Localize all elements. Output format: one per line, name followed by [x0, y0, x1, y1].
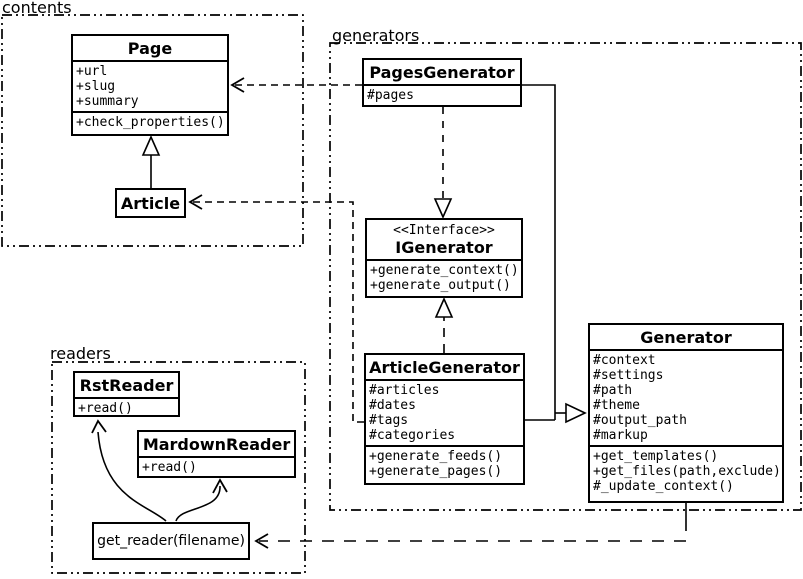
method-line: +generate_pages(): [369, 464, 503, 479]
class-page-attributes: +url +slug +summary: [73, 62, 227, 113]
class-article: Article: [115, 188, 186, 218]
class-articlegenerator: ArticleGenerator #articles #dates #tags …: [364, 353, 525, 485]
open-arrowhead: [230, 77, 245, 93]
hollow-triangle-arrowhead: [433, 198, 453, 219]
class-igenerator-methods: +generate_context() +generate_output(): [367, 261, 521, 296]
interface-stereotype: <<Interface>>: [393, 223, 495, 238]
method-line: +generate_context(): [370, 263, 519, 278]
attribute-line: #dates: [369, 398, 416, 413]
edge-articlegenerator-uses-article: [188, 194, 364, 423]
class-mardownreader-name: MardownReader: [139, 432, 294, 458]
class-rstreader-name: RstReader: [75, 373, 178, 399]
attribute-line: #path: [593, 383, 633, 398]
open-arrowhead: [212, 478, 228, 494]
class-igenerator-name: IGenerator: [395, 238, 493, 257]
class-mardownreader-methods: +read(): [139, 458, 294, 476]
attribute-line: #output_path: [593, 413, 687, 428]
attribute-line: #theme: [593, 398, 640, 413]
class-pagesgenerator: PagesGenerator #pages: [362, 58, 522, 107]
attribute-line: +url: [76, 64, 108, 79]
class-rstreader: RstReader +read(): [73, 371, 180, 417]
class-articlegenerator-attributes: #articles #dates #tags #categories: [366, 381, 523, 447]
attribute-line: #articles: [369, 383, 440, 398]
open-arrowhead: [188, 194, 203, 210]
method-line: +read(): [78, 401, 133, 416]
method-line: +generate_feeds(): [369, 449, 503, 464]
attribute-line: +slug: [76, 79, 116, 94]
class-pagesgenerator-name: PagesGenerator: [364, 60, 520, 86]
method-line: +get_files(path,exclude): [593, 464, 781, 479]
class-generator-methods: +get_templates() +get_files(path,exclude…: [590, 447, 782, 501]
attribute-line: #tags: [369, 413, 409, 428]
class-igenerator-title: <<Interface>> IGenerator: [367, 220, 521, 261]
method-line: +generate_output(): [370, 278, 511, 293]
package-contents-border: [1, 14, 304, 247]
class-article-name: Article: [120, 194, 181, 213]
class-generator: Generator #context #settings #path #them…: [588, 323, 784, 503]
method-line: +read(): [142, 460, 197, 475]
edge-getreader-to-rstreader: [91, 419, 167, 522]
method-line: +check_properties(): [76, 115, 225, 130]
function-get-reader-label: get_reader(filename): [97, 533, 245, 549]
class-igenerator: <<Interface>> IGenerator +generate_conte…: [365, 218, 523, 298]
edge-articlegenerator-implements-igenerator: [434, 297, 454, 353]
edge-pagesgenerator-implements-igenerator: [433, 107, 453, 219]
class-rstreader-methods: +read(): [75, 399, 178, 416]
package-readers-border: [51, 361, 306, 574]
class-generator-name: Generator: [590, 325, 782, 351]
class-generator-attributes: #context #settings #path #theme #output_…: [590, 351, 782, 447]
class-page-methods: +check_properties(): [73, 113, 227, 134]
method-line: +get_templates(): [593, 449, 719, 464]
class-articlegenerator-name: ArticleGenerator: [366, 355, 523, 381]
attribute-line: #markup: [593, 428, 648, 443]
package-generators-border: [329, 42, 802, 511]
package-contents-label: contents: [2, 0, 72, 17]
method-line: #_update_context(): [593, 479, 734, 494]
open-arrowhead: [91, 419, 107, 434]
hollow-triangle-arrowhead: [565, 402, 587, 424]
attribute-line: #context: [593, 353, 656, 368]
attribute-line: #categories: [369, 428, 456, 443]
class-mardownreader: MardownReader +read(): [137, 430, 296, 478]
attribute-line: +summary: [76, 94, 139, 109]
package-generators-label: generators: [332, 26, 420, 45]
class-page: Page +url +slug +summary +check_properti…: [71, 34, 229, 136]
class-page-name: Page: [73, 36, 227, 62]
hollow-triangle-arrowhead: [141, 135, 161, 156]
attribute-line: #pages: [367, 88, 414, 103]
edge-pagesgenerator-uses-page: [230, 77, 362, 93]
edge-generators-extend-generator: [522, 84, 587, 424]
class-pagesgenerator-attributes: #pages: [364, 86, 520, 105]
edge-generator-uses-getreader: [254, 500, 687, 549]
class-articlegenerator-methods: +generate_feeds() +generate_pages(): [366, 447, 523, 483]
hollow-triangle-arrowhead: [434, 297, 454, 318]
edge-getreader-to-mardownreader: [175, 478, 228, 522]
function-get-reader: get_reader(filename): [92, 522, 250, 560]
open-arrowhead: [254, 533, 269, 549]
attribute-line: #settings: [593, 368, 664, 383]
package-readers-label: readers: [50, 344, 111, 363]
edge-article-extends-page: [141, 135, 161, 188]
